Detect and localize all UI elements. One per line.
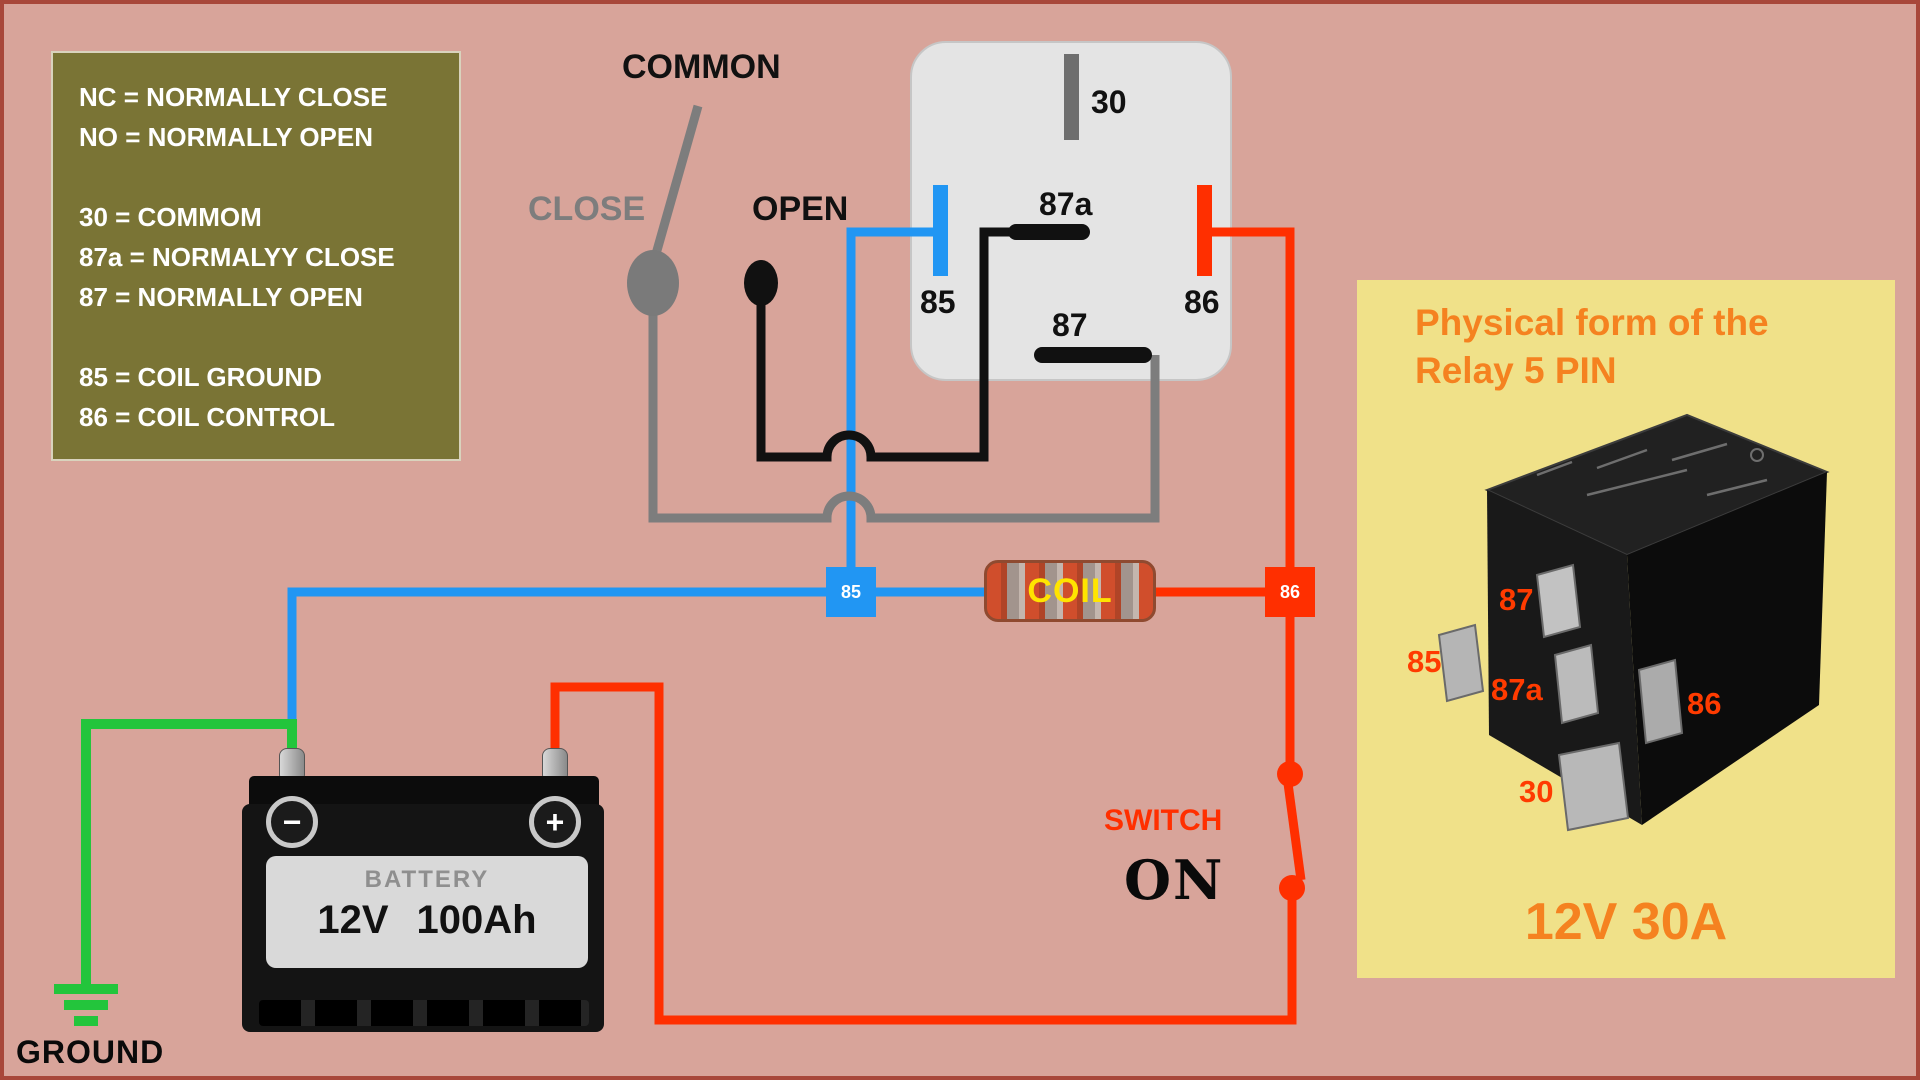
battery-plus-badge: + bbox=[529, 796, 581, 848]
relay-pin-85 bbox=[933, 185, 948, 276]
relay-photo-top-markings bbox=[1536, 442, 1768, 497]
battery-name: BATTERY bbox=[364, 866, 490, 893]
ground-symbol-bar3 bbox=[74, 1016, 98, 1026]
wire-red-switch-blade bbox=[1282, 775, 1306, 881]
relay-photo-pin-87a bbox=[1553, 643, 1600, 725]
open-label: OPEN bbox=[752, 190, 849, 228]
legend-box: NC = NORMALLY CLOSE NO = NORMALLY OPEN 3… bbox=[51, 51, 461, 461]
switch-contact-bottom bbox=[1279, 875, 1305, 901]
ground-symbol-bar1 bbox=[54, 984, 118, 994]
ground-label: GROUND bbox=[16, 1034, 165, 1070]
common-label: COMMON bbox=[622, 48, 781, 86]
open-contact-icon bbox=[744, 260, 778, 306]
legend-line: 87a = NORMALYY CLOSE bbox=[79, 242, 395, 272]
legend-line: 87 = NORMALLY OPEN bbox=[79, 282, 363, 312]
relay-rating: 12V 30A bbox=[1524, 893, 1728, 951]
relay-pin-87a bbox=[1008, 224, 1090, 240]
battery-minus-badge: − bbox=[266, 796, 318, 848]
photo-pin-85-label: 85 bbox=[1407, 644, 1441, 679]
legend-line: 86 = COIL CONTROL bbox=[79, 402, 335, 432]
legend-line: 30 = COMMOM bbox=[79, 202, 262, 232]
battery-specs: 12V 100Ah bbox=[266, 898, 588, 943]
relay-photo-pin-30 bbox=[1557, 741, 1630, 832]
coil-label: COIL bbox=[1027, 571, 1113, 610]
physical-relay-panel: Physical form of the Relay 5 PIN 87 85 8… bbox=[1357, 280, 1895, 978]
wire-blue-to-battery-negative bbox=[287, 587, 826, 760]
photo-pin-86-label: 86 bbox=[1687, 686, 1721, 721]
relay-pin-30 bbox=[1064, 54, 1079, 140]
pin-86-label: 86 bbox=[1184, 284, 1220, 320]
switch-label: SWITCH bbox=[1104, 804, 1223, 837]
relay-photo-pin-85 bbox=[1437, 623, 1485, 703]
switch-contact-top bbox=[1277, 761, 1303, 787]
switch-state-label: ON bbox=[1124, 848, 1225, 912]
close-contact-icon bbox=[627, 250, 679, 316]
panel-title-line1: Physical form of the bbox=[1415, 302, 1769, 343]
battery-voltage: 12V bbox=[317, 898, 389, 942]
pin-87a-label: 87a bbox=[1039, 186, 1093, 222]
battery-negative-post bbox=[279, 748, 305, 778]
legend-line: NC = NORMALLY CLOSE bbox=[79, 82, 388, 112]
battery-label-panel: BATTERY 12V 100Ah bbox=[266, 856, 588, 968]
node-85: 85 bbox=[826, 567, 876, 617]
legend-line: NO = NORMALLY OPEN bbox=[79, 122, 373, 152]
pin-87-label: 87 bbox=[1052, 307, 1088, 343]
panel-title-line2: Relay 5 PIN bbox=[1415, 350, 1617, 391]
relay-pin-86 bbox=[1197, 185, 1212, 276]
battery-capacity: 100Ah bbox=[416, 898, 537, 942]
legend-line: 85 = COIL GROUND bbox=[79, 362, 322, 392]
relay-photo-pin-86 bbox=[1637, 658, 1684, 745]
relay-photo-right-face bbox=[1627, 472, 1827, 825]
coil: COIL bbox=[984, 560, 1156, 622]
legend-line bbox=[79, 157, 449, 197]
relay-pin-87 bbox=[1034, 347, 1152, 363]
ground-symbol-bar2 bbox=[64, 1000, 108, 1010]
pin-30-label: 30 bbox=[1091, 84, 1127, 120]
relay-photo: 87 85 87a 86 30 bbox=[1407, 413, 1830, 832]
battery-positive-post bbox=[542, 748, 568, 778]
wire-gray-common-diagonal bbox=[651, 104, 703, 256]
relay-photo-top-mark-circle bbox=[1750, 448, 1764, 462]
legend-line bbox=[79, 317, 449, 357]
battery-vents bbox=[259, 1000, 589, 1026]
node-86: 86 bbox=[1265, 567, 1315, 617]
photo-pin-87a-label: 87a bbox=[1491, 672, 1543, 707]
relay-photo-pin-87 bbox=[1535, 563, 1582, 639]
photo-pin-30-label: 30 bbox=[1519, 774, 1553, 809]
photo-pin-87-label: 87 bbox=[1499, 582, 1533, 617]
pin-85-label: 85 bbox=[920, 284, 956, 320]
close-label: CLOSE bbox=[528, 190, 646, 228]
